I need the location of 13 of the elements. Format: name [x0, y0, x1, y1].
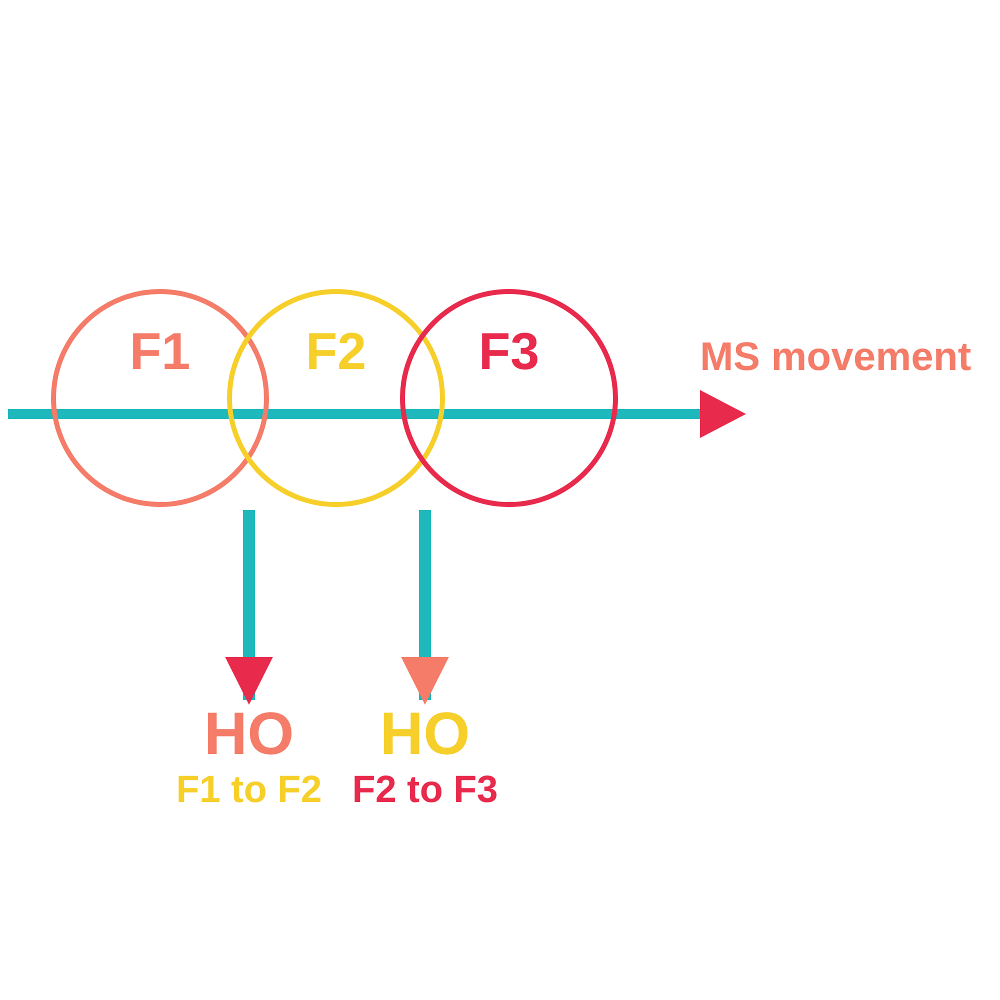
handover-caption: F1 to F2	[175, 768, 323, 812]
coverage-circle	[400, 289, 618, 507]
handover-label: HO	[379, 700, 471, 768]
cell-name: F3	[478, 322, 540, 382]
handover-label: HO	[203, 700, 295, 768]
arrow	[401, 510, 449, 705]
cell-name: F1	[128, 322, 192, 382]
cell-name: F2	[304, 322, 368, 382]
coverage-circle	[227, 289, 445, 507]
direction-label: MS movement	[700, 335, 972, 380]
arrow	[225, 510, 273, 705]
handover-caption: F2 to F3	[351, 768, 499, 812]
coverage-circle	[51, 289, 269, 507]
